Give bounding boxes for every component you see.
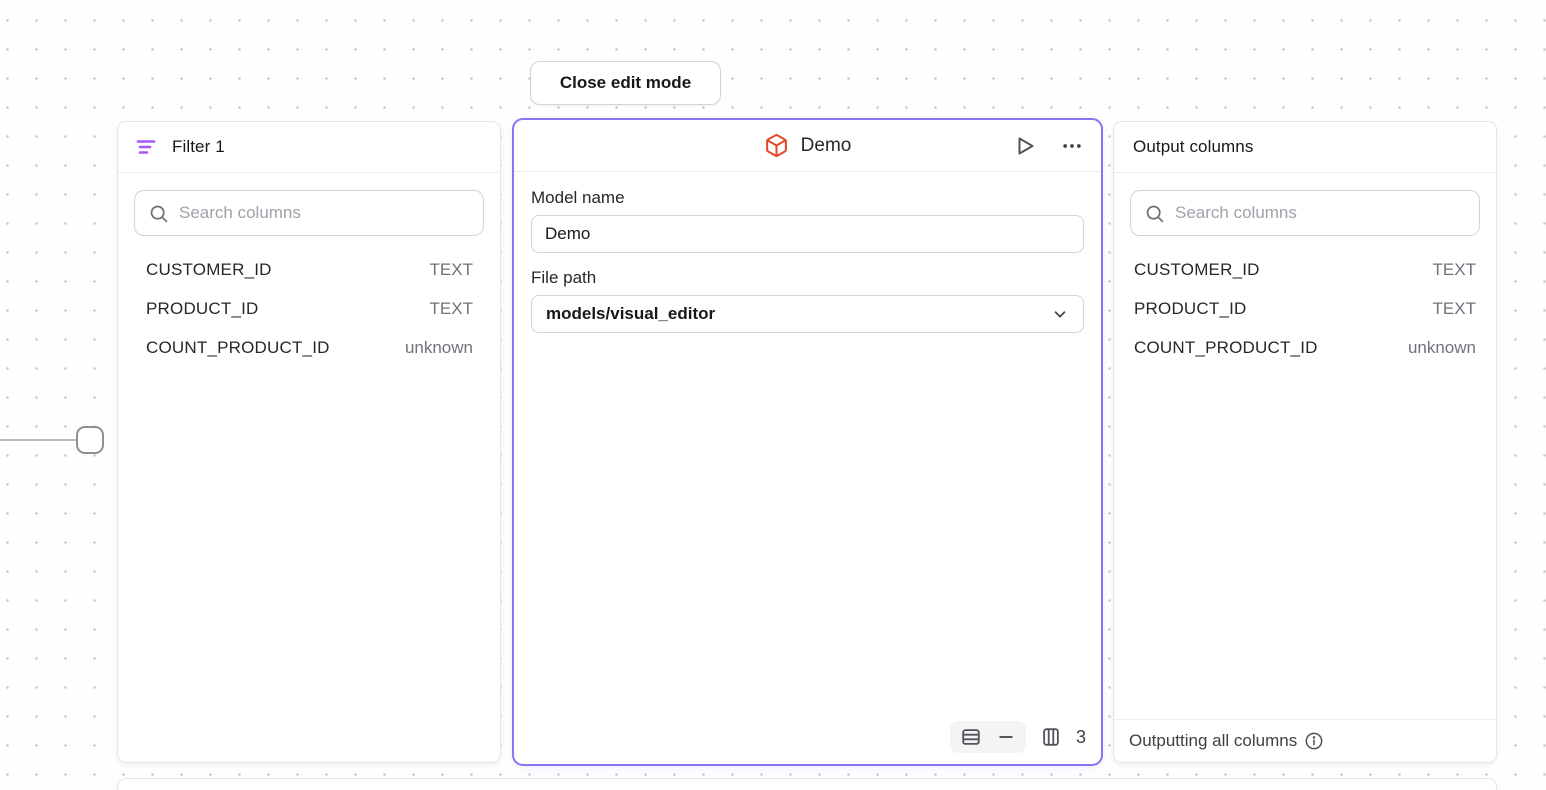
info-icon[interactable] [1304,731,1324,751]
search-icon [1144,203,1165,224]
column-row[interactable]: PRODUCT_ID TEXT [118,289,500,328]
column-row[interactable]: CUSTOMER_ID TEXT [1114,250,1496,289]
table-columns-icon[interactable] [1040,726,1062,748]
column-row[interactable]: CUSTOMER_ID TEXT [118,250,500,289]
output-panel-title: Output columns [1133,137,1254,156]
more-options-button[interactable] [1059,133,1085,159]
output-column-list: CUSTOMER_ID TEXT PRODUCT_ID TEXT COUNT_P… [1114,246,1496,371]
output-status-text: Outputting all columns [1129,731,1298,750]
column-name: PRODUCT_ID [1134,298,1247,318]
output-panel-header: Output columns [1114,122,1496,173]
column-type: TEXT [429,259,473,279]
search-icon [148,203,169,224]
filter-search-input[interactable] [179,203,470,223]
column-row[interactable]: COUNT_PRODUCT_ID unknown [1114,328,1496,367]
column-type: unknown [404,337,473,357]
column-name: CUSTOMER_ID [1134,259,1260,279]
column-name: COUNT_PRODUCT_ID [1134,337,1318,357]
model-panel-title: Demo [800,134,852,156]
cube-icon [764,133,789,158]
column-type: TEXT [1432,298,1476,318]
play-icon [1013,134,1037,158]
filter-icon [134,135,158,159]
filter-search-box[interactable] [134,190,484,236]
model-name-input[interactable] [531,215,1084,253]
model-actions [1011,120,1085,171]
output-search-box[interactable] [1130,190,1480,236]
output-search-input[interactable] [1175,203,1466,223]
ellipsis-icon [1061,135,1083,157]
column-row[interactable]: COUNT_PRODUCT_ID unknown [118,328,500,367]
bottom-panel-stub[interactable] [117,778,1497,790]
column-type: unknown [1407,337,1476,357]
column-name: PRODUCT_ID [146,298,259,318]
output-footer: Outputting all columns [1114,719,1496,762]
file-path-select[interactable]: models/visual_editor [531,295,1084,333]
edge-connector-handle[interactable] [76,426,104,454]
filter-node-panel[interactable]: Filter 1 CUSTOMER_ID TEXT PRODUCT_ID TEX… [117,121,501,763]
column-row[interactable]: PRODUCT_ID TEXT [1114,289,1496,328]
column-name: CUSTOMER_ID [146,259,272,279]
close-edit-mode-button[interactable]: Close edit mode [530,61,721,105]
result-view-toggle[interactable] [949,721,1026,753]
model-name-label: Model name [531,188,625,207]
column-name: COUNT_PRODUCT_ID [146,337,330,357]
column-count-badge: 3 [1075,726,1086,747]
model-panel-header: Demo [514,120,1101,172]
column-type: TEXT [1432,259,1476,279]
filter-column-list: CUSTOMER_ID TEXT PRODUCT_ID TEXT COUNT_P… [118,246,500,371]
column-type: TEXT [429,298,473,318]
minus-icon [996,727,1016,747]
output-columns-panel[interactable]: Output columns CUSTOMER_ID TEXT PRODUCT_… [1113,121,1497,763]
filter-panel-title: Filter 1 [172,137,225,156]
table-rows-icon [960,726,982,748]
chevron-down-icon [1051,305,1069,323]
model-node-panel[interactable]: Demo Model name File path [512,118,1103,766]
run-model-button[interactable] [1011,132,1039,160]
model-panel-body: Model name File path models/visual_edito… [514,172,1101,349]
model-footer: 3 [949,721,1086,753]
file-path-value: models/visual_editor [546,304,716,323]
edge-connector-line [0,439,80,441]
filter-panel-header: Filter 1 [118,122,500,173]
file-path-label: File path [531,268,597,287]
